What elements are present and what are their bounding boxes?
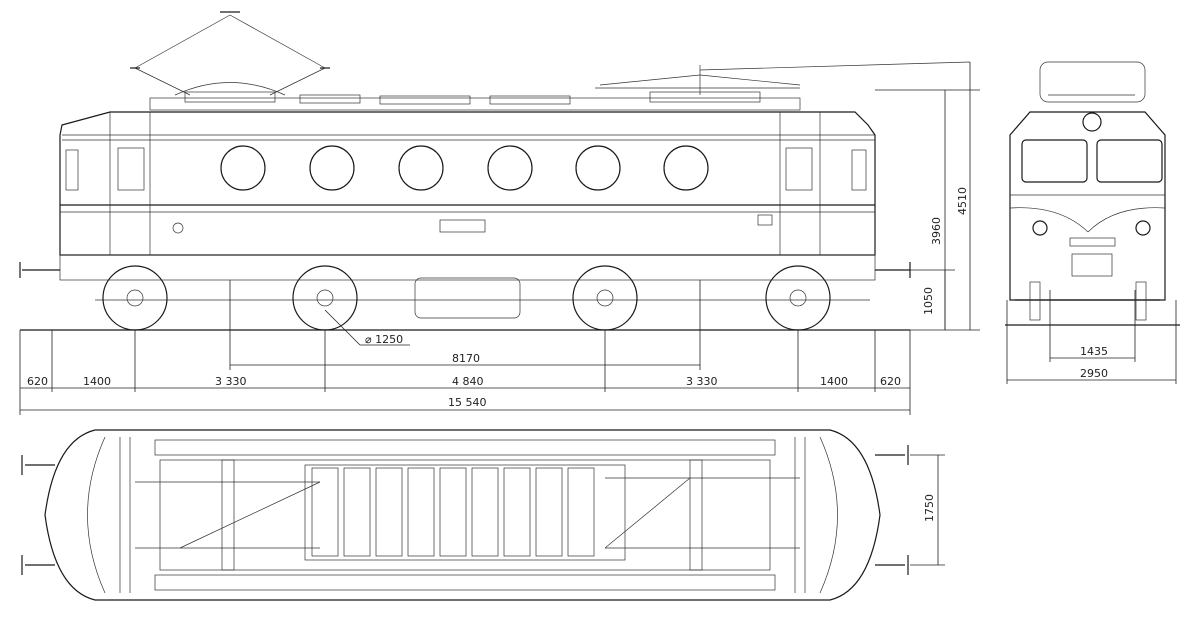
bogie-wheelbase-right-label: 1400 [820,375,848,388]
locomotive-body [59,111,876,256]
buffer-spacing-label: 1750 [923,494,936,522]
roof-equipment [184,91,761,105]
plan-buffers [21,445,909,575]
pivot-offset-right-label: 3 330 [686,375,718,388]
height-body-label: 3960 [930,217,943,245]
center-distance-label: 4 840 [452,375,484,388]
bogie-frames [135,459,800,571]
pivot-distance-label: 8170 [452,352,480,365]
gauge-label: 1435 [1080,345,1108,358]
plan-view [21,429,945,601]
wheelsets [102,265,831,331]
bogie-wheelbase-left-label: 1400 [83,375,111,388]
height-buffer-label: 1050 [922,287,935,315]
resistor-banks [304,464,626,561]
height-dimensions [875,62,980,331]
end-view [1005,61,1180,384]
underframe [59,254,876,319]
pivot-offset-left-label: 3 330 [215,375,247,388]
pantograph-left [130,11,330,96]
height-pantograph-label: 4510 [956,187,969,215]
end-overhang-left-label: 620 [27,375,48,388]
wheel-diameter-label: ⌀ 1250 [365,333,403,346]
end-view-wheels [1029,281,1147,321]
overall-width-label: 2950 [1080,367,1108,380]
buffers [19,262,911,278]
end-overhang-right-label: 620 [880,375,901,388]
side-view: 3960 4510 1050 ⌀ 1250 8170 620 1400 3 33… [19,11,980,415]
overall-length-label: 15 540 [448,396,487,409]
pantograph-right [595,61,971,95]
length-dimensions [19,280,911,415]
